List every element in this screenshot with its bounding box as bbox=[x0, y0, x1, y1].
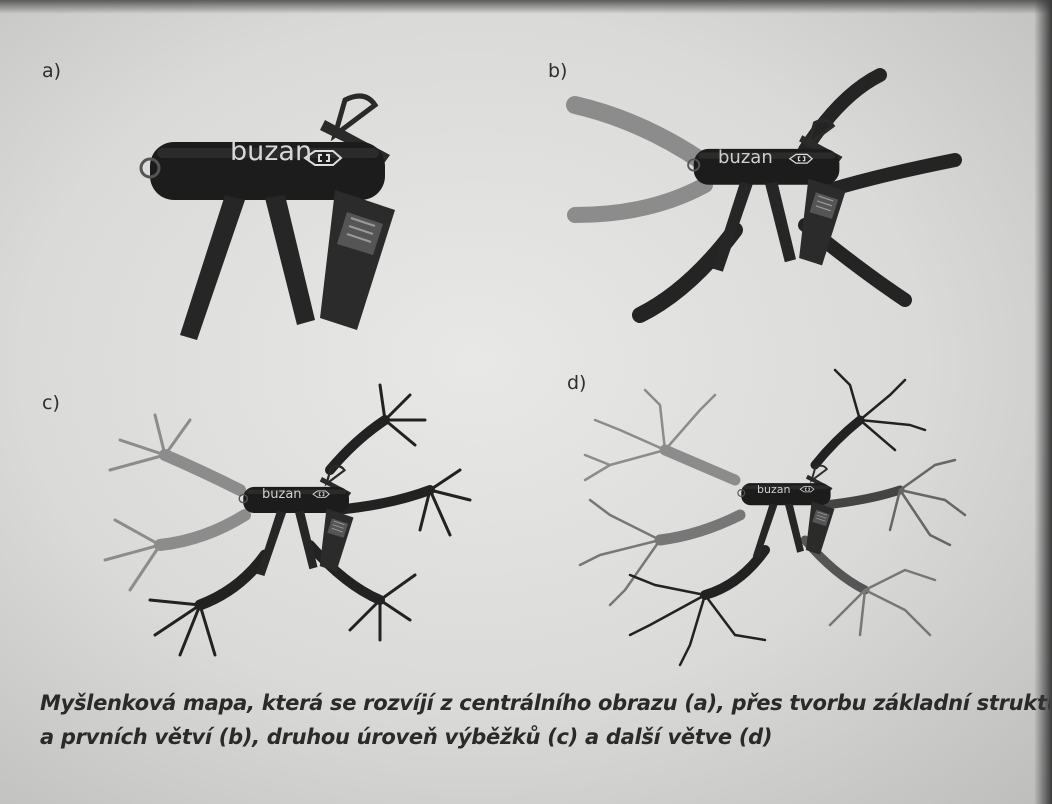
panel-label-d: d) bbox=[567, 372, 586, 394]
second-level-branches-c bbox=[105, 385, 470, 655]
page-edge-shadow-top bbox=[0, 0, 1052, 14]
knife-brand-a: buzan bbox=[230, 136, 312, 167]
caption-line-2: a prvních větví (b), druhou úroveň výběž… bbox=[40, 720, 1050, 754]
knife-image-d bbox=[738, 466, 835, 559]
figure-caption: Myšlenková mapa, která se rozvíjí z cent… bbox=[40, 686, 1050, 754]
knife-brand-c: buzan bbox=[262, 487, 302, 502]
knife-image-a bbox=[141, 96, 395, 340]
first-level-branches-b bbox=[575, 75, 955, 315]
knife-brand-d: buzan bbox=[757, 483, 790, 496]
knife-brand-b: buzan bbox=[718, 147, 773, 168]
caption-line-1: Myšlenková mapa, která se rozvíjí z cent… bbox=[40, 686, 1050, 720]
panel-label-a: a) bbox=[42, 60, 61, 82]
panel-label-c: c) bbox=[42, 392, 60, 414]
panel-label-b: b) bbox=[548, 60, 567, 82]
page-edge-shadow-right bbox=[1034, 0, 1052, 804]
